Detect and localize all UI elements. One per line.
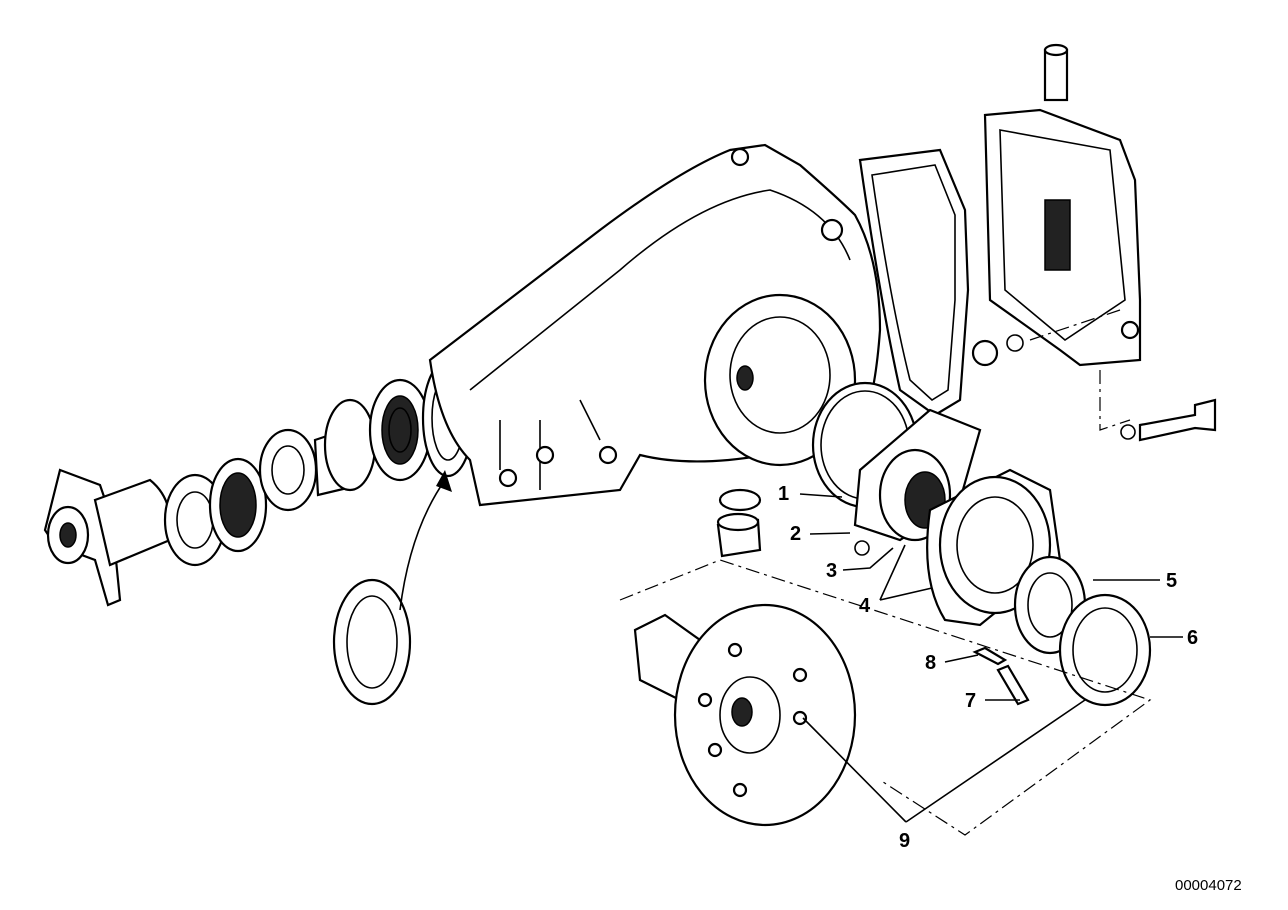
output-flange — [619, 559, 1152, 836]
callout-3[interactable]: 3 — [826, 560, 838, 582]
leader-lines — [799, 493, 1183, 823]
callout-9[interactable]: 9 — [899, 830, 911, 852]
cover-gasket — [858, 148, 970, 417]
drain-plug — [716, 488, 762, 558]
callout-6[interactable]: 6 — [1187, 627, 1199, 649]
input-flange — [43, 468, 172, 607]
callout-1[interactable]: 1 — [778, 483, 790, 505]
callout-4[interactable]: 4 — [859, 595, 871, 617]
callout-5[interactable]: 5 — [1166, 570, 1178, 592]
callout-8[interactable]: 8 — [925, 652, 937, 674]
callout-2[interactable]: 2 — [790, 523, 802, 545]
shim-washer — [332, 470, 452, 706]
callout-7[interactable]: 7 — [965, 690, 977, 712]
output-parts — [811, 381, 1152, 707]
pinion-bearings — [163, 358, 475, 567]
rear-cover — [971, 43, 1217, 442]
document-id: 00004072 — [1175, 877, 1242, 894]
